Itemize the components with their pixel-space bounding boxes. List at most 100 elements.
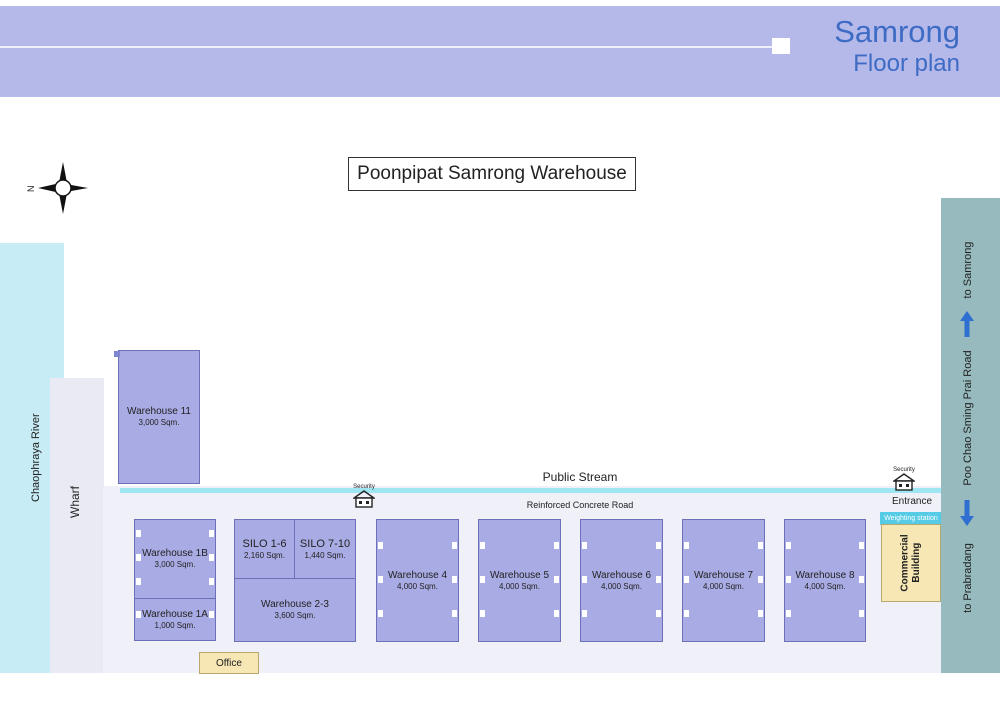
page-title: Samrong Floor plan — [834, 14, 960, 77]
door — [554, 610, 559, 617]
door — [786, 576, 791, 583]
weighting-station[interactable]: Weighting station — [880, 512, 942, 525]
door — [136, 554, 141, 561]
door — [786, 610, 791, 617]
building-name: Warehouse 7 — [693, 569, 754, 581]
silo-7-10[interactable]: SILO 7-10 1,440 Sqm. — [294, 519, 356, 579]
door — [859, 576, 864, 583]
warehouse-11[interactable]: Warehouse 11 3,000 Sqm. — [114, 350, 200, 484]
door — [859, 610, 864, 617]
wharf-label: Wharf — [68, 485, 82, 519]
house-icon — [351, 490, 377, 508]
building-size: 3,600 Sqm. — [274, 611, 316, 621]
silo-1-6[interactable]: SILO 1-6 2,160 Sqm. — [234, 519, 295, 579]
door — [786, 542, 791, 549]
door — [758, 576, 763, 583]
building-size: 4,000 Sqm. — [499, 581, 540, 591]
road-label: Reinforced Concrete Road — [526, 500, 634, 510]
building-name: Warehouse 6 — [591, 569, 652, 581]
building-size: 2,160 Sqm. — [244, 550, 285, 560]
door — [554, 576, 559, 583]
door — [758, 610, 763, 617]
building-name: Warehouse 8 — [795, 569, 855, 581]
header-line — [0, 46, 775, 48]
security-label: Security — [893, 467, 915, 473]
building-name: Warehouse 5 — [489, 569, 550, 581]
arrow-down-icon — [960, 500, 974, 526]
door — [209, 530, 214, 537]
commercial-label: Commercial Building — [899, 534, 923, 592]
security-post-1[interactable]: Security — [346, 484, 382, 513]
main-road-label: Poo Chao Sming Prai Road — [962, 350, 974, 486]
door — [684, 542, 689, 549]
building-size: 1,440 Sqm. — [304, 550, 346, 560]
building-size: 3,000 Sqm. — [154, 560, 196, 570]
warehouse-1b[interactable]: Warehouse 1B 3,000 Sqm. — [134, 519, 216, 599]
plan-title: Poonpipat Samrong Warehouse — [348, 157, 636, 191]
door — [684, 610, 689, 617]
door — [656, 542, 661, 549]
header-banner — [0, 6, 1000, 97]
to-prabradang-label: to Prabradang — [962, 543, 974, 613]
door — [758, 542, 763, 549]
warehouse-6[interactable]: Warehouse 6 4,000 Sqm. — [580, 519, 663, 642]
river-label-text: Chaophraya River — [30, 413, 42, 503]
office-building[interactable]: Office — [199, 652, 259, 674]
door — [859, 542, 864, 549]
warehouse-1a[interactable]: Warehouse 1A 1,000 Sqm. — [134, 598, 216, 641]
building-size: 4,000 Sqm. — [601, 581, 642, 591]
door — [452, 542, 457, 549]
warehouse-7[interactable]: Warehouse 7 4,000 Sqm. — [682, 519, 765, 642]
building-size: 4,000 Sqm. — [397, 581, 438, 591]
arrow-up-icon — [960, 311, 974, 337]
building-size: 4,000 Sqm. — [703, 581, 744, 591]
door — [136, 578, 141, 585]
door — [480, 542, 485, 549]
door — [656, 576, 661, 583]
door — [452, 610, 457, 617]
door — [378, 576, 383, 583]
door — [480, 576, 485, 583]
warehouse-8[interactable]: Warehouse 8 4,000 Sqm. — [784, 519, 866, 642]
warehouse-2-3[interactable]: Warehouse 2-3 3,600 Sqm. — [234, 578, 356, 642]
marker — [114, 351, 120, 357]
door — [378, 542, 383, 549]
title-main: Samrong — [834, 14, 960, 49]
door — [582, 542, 587, 549]
door — [452, 576, 457, 583]
door — [136, 530, 141, 537]
main-road — [941, 198, 1000, 673]
commercial-building[interactable]: Commercial Building — [881, 524, 941, 602]
building-name: Warehouse 2-3 — [261, 599, 329, 611]
door — [209, 554, 214, 561]
security-label: Security — [353, 484, 375, 490]
building-size: 3,000 Sqm. — [138, 418, 180, 428]
warehouse-4[interactable]: Warehouse 4 4,000 Sqm. — [376, 519, 459, 642]
building-size: 4,000 Sqm. — [804, 581, 846, 591]
door — [554, 542, 559, 549]
building-size: 1,000 Sqm. — [154, 620, 196, 630]
door — [136, 611, 141, 618]
door — [480, 610, 485, 617]
building-name: SILO 7-10 — [299, 537, 351, 550]
entrance-label: Entrance — [891, 496, 933, 507]
door — [582, 610, 587, 617]
warehouse-5[interactable]: Warehouse 5 4,000 Sqm. — [478, 519, 561, 642]
title-sub: Floor plan — [853, 49, 960, 77]
building-name: Warehouse 4 — [387, 569, 448, 581]
building-name: Warehouse 1A — [142, 608, 208, 620]
compass-icon: N — [24, 160, 94, 216]
stream-label: Public Stream — [542, 470, 618, 484]
door — [209, 611, 214, 618]
building-name: Warehouse 1B — [142, 548, 208, 560]
door — [582, 576, 587, 583]
door — [209, 578, 214, 585]
building-name: Warehouse 11 — [127, 406, 191, 418]
header-square — [772, 38, 790, 54]
north-label: N — [26, 186, 36, 193]
to-samrong-label: to Samrong — [962, 241, 974, 299]
door — [684, 576, 689, 583]
building-name: SILO 1-6 — [242, 537, 287, 550]
security-post-2[interactable]: Security — [886, 467, 922, 496]
door — [656, 610, 661, 617]
